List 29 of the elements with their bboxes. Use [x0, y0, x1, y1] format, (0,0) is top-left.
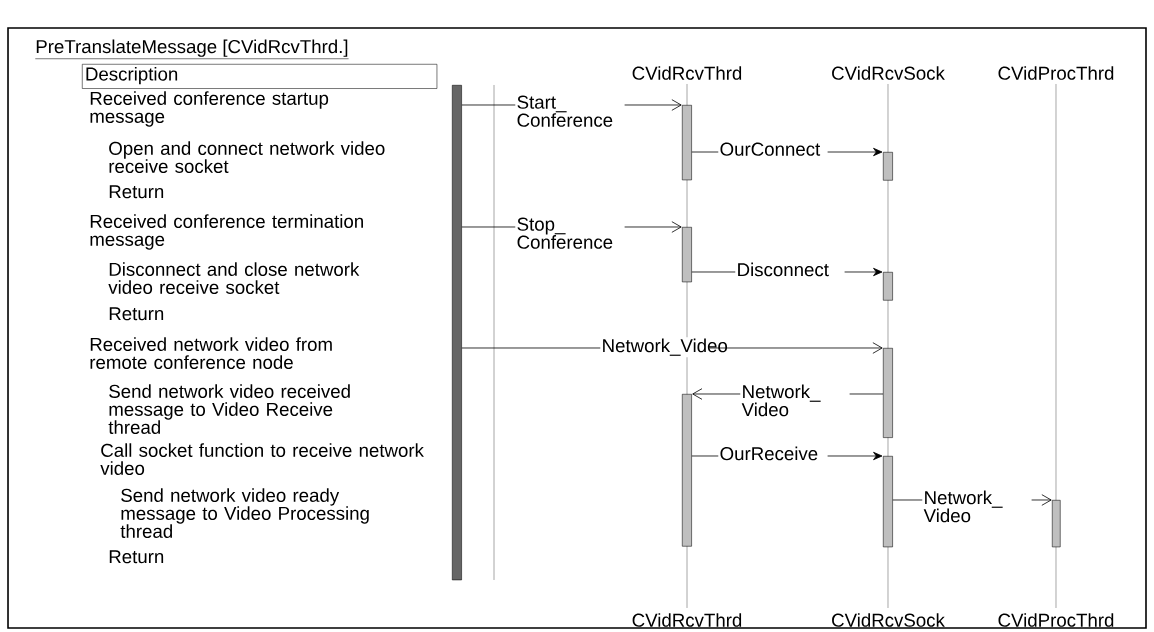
- edge-label: Disconnect: [735, 261, 845, 278]
- step-description: Return: [109, 185, 164, 199]
- step-description: Disconnect and close network video receive socket: [108, 262, 360, 294]
- step-description: Return: [109, 307, 164, 321]
- title: PreTranslateMessage [CVidRcvThrd.]: [35, 39, 349, 59]
- activation-bar: [883, 272, 893, 301]
- edge-label: Network_ Video: [922, 489, 1032, 524]
- activation-bar: [883, 152, 893, 181]
- edge-label: OurReceive: [718, 445, 828, 462]
- header-box: Description: [82, 64, 438, 89]
- step-description: Send network video ready message to Video Processing thread: [120, 488, 369, 538]
- step-description: Open and connect network video receive socket: [109, 141, 385, 173]
- step-description: Return: [109, 550, 164, 564]
- activation-bar: [883, 348, 893, 438]
- step-description: Send network video received message to Video Receive thread: [108, 384, 350, 434]
- activation-bar: [682, 227, 692, 283]
- activation-bar: [682, 105, 692, 181]
- step-description: Received conference termination message: [90, 214, 363, 250]
- edge-label: Network_ Video: [740, 383, 850, 418]
- edge-label: OurConnect: [718, 141, 828, 158]
- step-description: Received network video from remote conference node: [90, 337, 332, 369]
- activation-bar: [452, 85, 462, 581]
- edge-label: Start_ Conference: [515, 94, 625, 129]
- activation-bar: [682, 394, 692, 547]
- edge-label: Network_Video: [600, 337, 728, 358]
- lifeline-header: CVidProcThrd: [998, 66, 1114, 80]
- activation-bar: [1052, 500, 1061, 548]
- activation-bar: [883, 456, 893, 548]
- edge-label: Stop_ Conference: [515, 216, 625, 251]
